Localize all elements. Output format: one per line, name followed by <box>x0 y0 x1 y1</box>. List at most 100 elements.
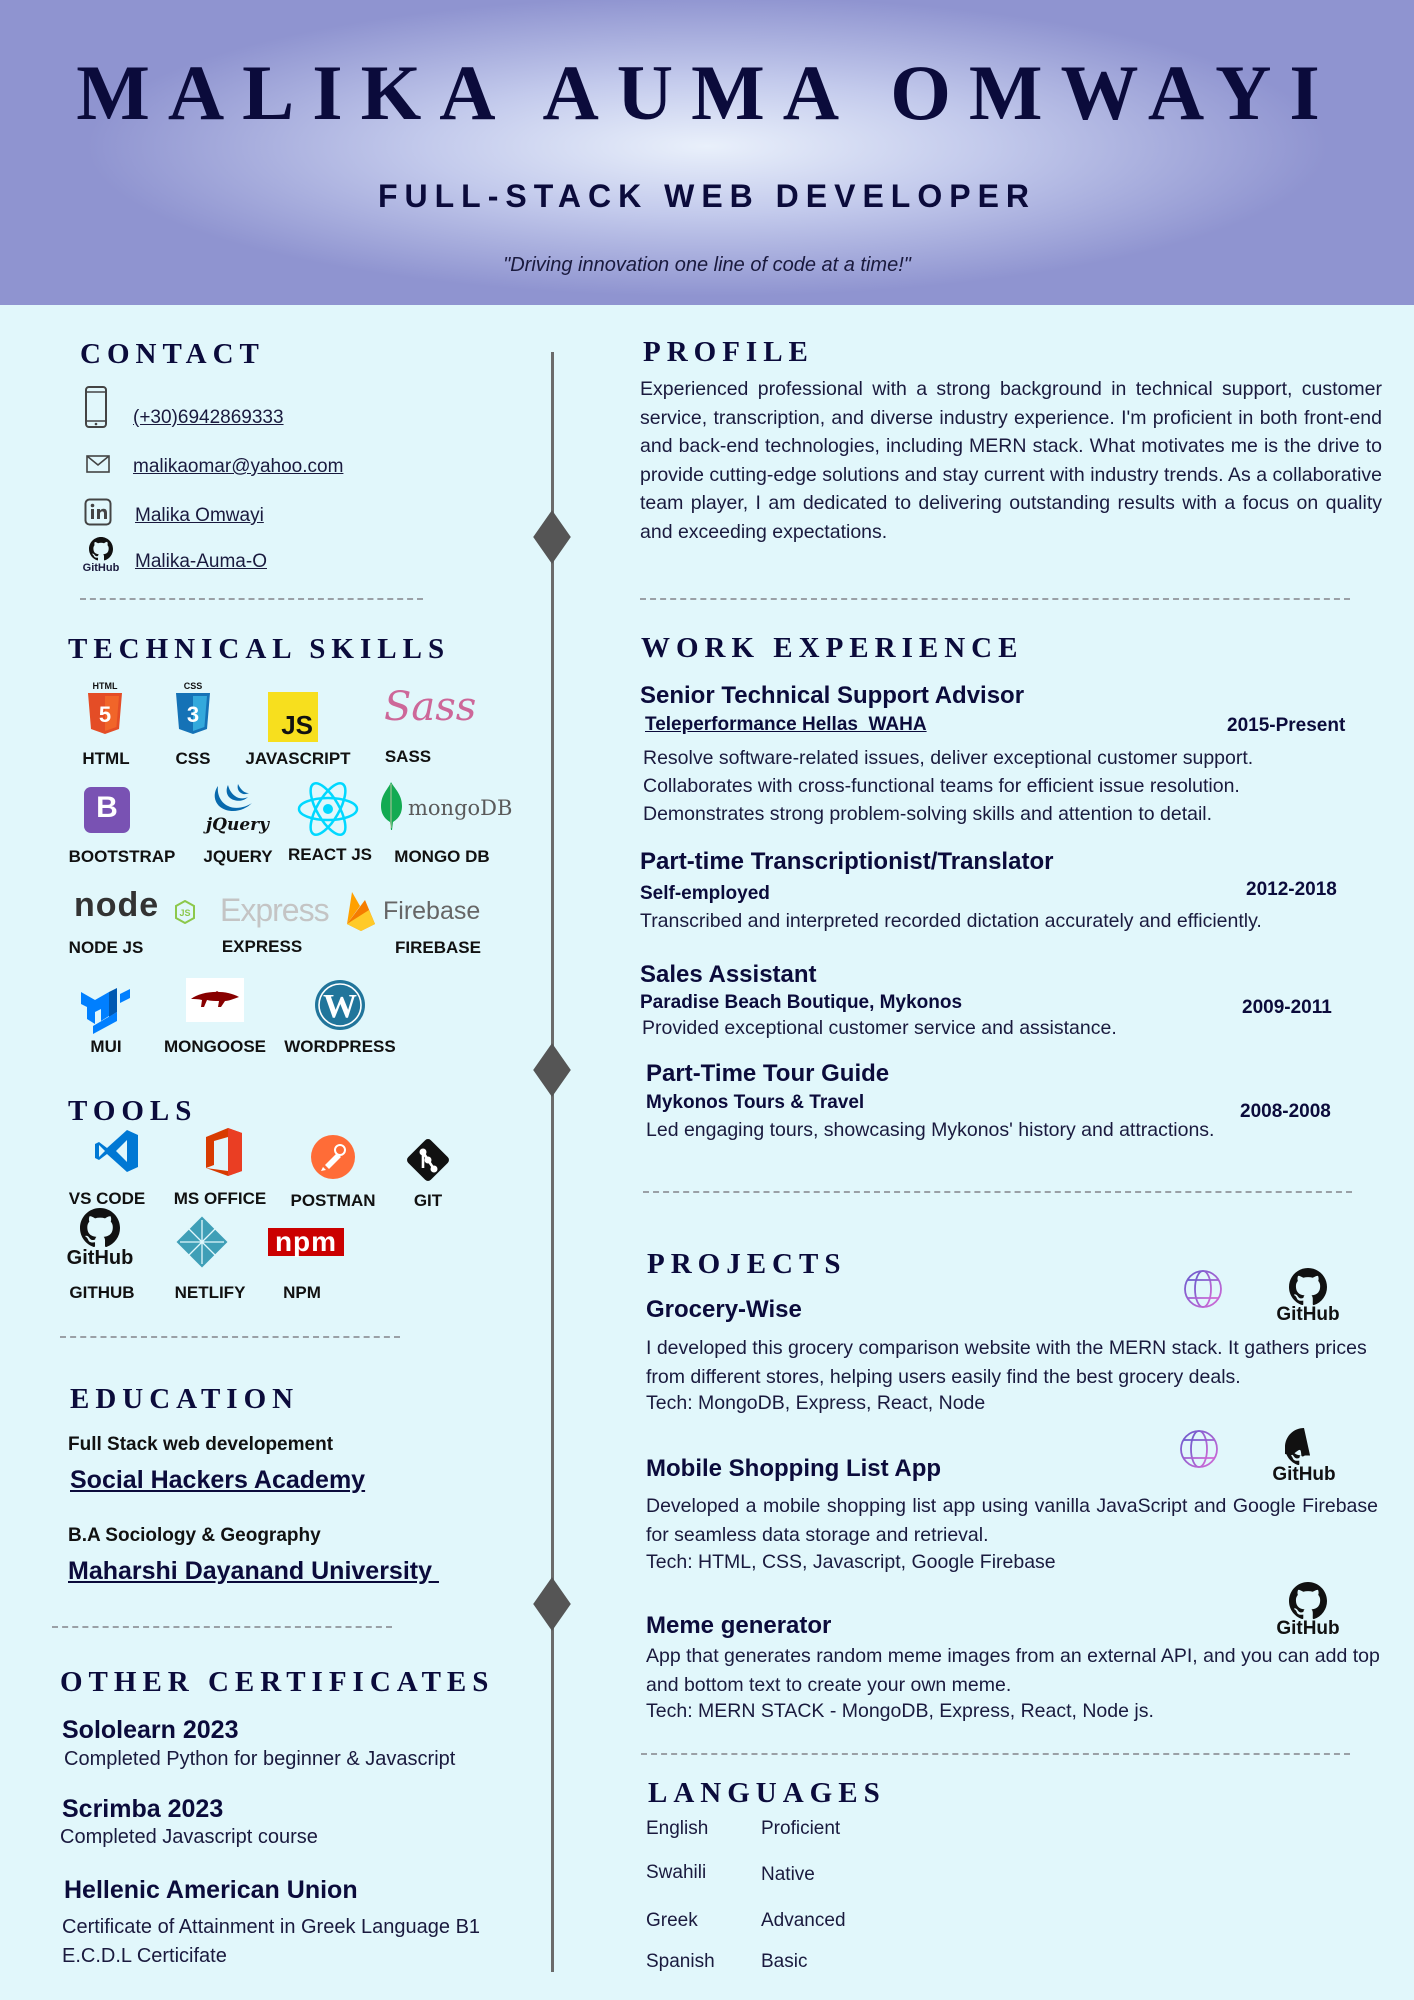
language-name: Swahili <box>646 1862 707 1883</box>
project-tech: Tech: MERN STACK - MongoDB, Express, Rea… <box>646 1700 1154 1722</box>
language-name: English <box>646 1818 709 1839</box>
job-desc: Collaborates with cross-functional teams… <box>643 775 1240 797</box>
firebase-logo-text: Firebase <box>383 897 481 925</box>
language-level: Advanced <box>761 1910 846 1931</box>
timeline-diamond <box>533 510 571 564</box>
github-wordmark: GitHub <box>1272 1464 1336 1485</box>
github-link[interactable]: Malika-Auma-O <box>135 551 267 572</box>
job-desc: Resolve software-related issues, deliver… <box>643 747 1254 769</box>
header-banner <box>0 0 1414 305</box>
github-icon: GitHub <box>79 537 123 574</box>
skill-label: REACT JS <box>287 845 373 864</box>
language-level: Basic <box>761 1951 808 1972</box>
globe-icon[interactable] <box>1182 1268 1224 1310</box>
divider <box>60 1336 400 1338</box>
javascript-icon: JS <box>268 692 318 742</box>
bootstrap-logo-text: B <box>96 791 118 824</box>
phone-link[interactable]: (+30)6942869333 <box>133 407 284 428</box>
wordpress-icon: W <box>313 978 367 1032</box>
project-desc: I developed this grocery comparison webs… <box>646 1337 1367 1388</box>
job-dates: 2012-2018 <box>1246 879 1337 900</box>
email-icon <box>86 455 110 478</box>
skill-label: EXPRESS <box>221 937 303 956</box>
express-icon: Express <box>220 892 330 928</box>
git-icon <box>400 1133 456 1187</box>
divider <box>640 598 1350 600</box>
job-desc: Demonstrates strong problem-solving skil… <box>643 803 1213 825</box>
skill-label: FIREBASE <box>395 938 481 957</box>
job-dates: 2015-Present <box>1227 715 1346 736</box>
project-title: Meme generator <box>646 1612 832 1639</box>
svg-text:3: 3 <box>187 702 199 727</box>
project-title: Mobile Shopping List App <box>646 1455 942 1482</box>
school-link[interactable]: Maharshi Dayanand University <box>68 1557 439 1585</box>
skills-heading: TECHNICAL SKILLS <box>68 633 451 665</box>
tool-label: VS CODE <box>68 1189 146 1208</box>
company: Paradise Beach Boutique, Mykonos <box>640 992 963 1013</box>
project-desc: App that generates random meme images fr… <box>646 1645 1380 1696</box>
job-desc: Led engaging tours, showcasing Mykonos' … <box>646 1119 1215 1141</box>
svg-text:JS: JS <box>179 908 190 918</box>
email-link[interactable]: malikaomar@yahoo.com <box>133 456 344 477</box>
project-tech: Tech: HTML, CSS, Javascript, Google Fire… <box>646 1551 1056 1573</box>
projects-heading: PROJECTS <box>647 1248 847 1280</box>
skill-label: BOOTSTRAP <box>68 847 176 866</box>
skill-label: MONGOOSE <box>163 1037 266 1056</box>
tool-label: MS OFFICE <box>173 1189 267 1208</box>
school-link[interactable]: Social Hackers Academy <box>70 1466 366 1494</box>
divider <box>80 598 423 600</box>
github-repo-icon[interactable]: GitHub <box>1272 1582 1344 1640</box>
certificate-title: Hellenic American Union <box>64 1876 358 1904</box>
company: Self-employed <box>640 883 770 904</box>
phone-icon <box>84 386 108 433</box>
job-desc: Provided exceptional customer service an… <box>642 1017 1117 1039</box>
tool-label: NETLIFY <box>174 1283 246 1302</box>
timeline-diamond <box>533 1043 571 1097</box>
postman-icon <box>310 1134 356 1180</box>
certificate-desc: Certificate of Attainment in Greek Langu… <box>62 1916 481 1938</box>
globe-icon[interactable] <box>1178 1428 1220 1470</box>
css-logo-text: CSS <box>184 681 203 691</box>
tool-label: POSTMAN <box>290 1191 376 1210</box>
skill-label: JAVASCRIPT <box>245 749 351 768</box>
divider <box>52 1626 392 1628</box>
divider <box>641 1753 1350 1755</box>
github-wordmark: GitHub <box>1276 1304 1340 1325</box>
vscode-icon <box>94 1128 140 1174</box>
timeline-diamond <box>533 1577 571 1631</box>
jquery-icon: jQuery <box>204 782 269 838</box>
github-repo-icon[interactable]: GitHub <box>1272 1268 1344 1326</box>
html-logo-text: HTML <box>93 681 118 691</box>
sass-icon: Sass <box>384 684 476 730</box>
skill-label: SASS <box>384 747 432 766</box>
js-logo-text: JS <box>281 710 313 740</box>
job-title: Part-time Transcriptionist/Translator <box>640 848 1054 875</box>
certificate-title: Scrimba 2023 <box>62 1795 224 1823</box>
job-title: Sales Assistant <box>640 961 817 988</box>
languages-heading: LANGUAGES <box>648 1777 886 1809</box>
skill-label: CSS <box>175 749 211 768</box>
github-repo-icon[interactable]: GitHub <box>1268 1428 1340 1486</box>
job-role: FULL-STACK WEB DEVELOPER <box>377 178 1037 214</box>
skill-label: NODE JS <box>68 938 144 957</box>
ms-office-icon <box>200 1127 246 1177</box>
language-name: Spanish <box>646 1951 715 1972</box>
node-logo-text: node <box>74 886 160 924</box>
tools-heading: TOOLS <box>68 1095 198 1127</box>
company-link[interactable]: Teleperformance Hellas WAHA <box>645 714 927 735</box>
job-desc: Transcribed and interpreted recorded dic… <box>640 910 1262 932</box>
divider <box>643 1191 1352 1193</box>
tool-label: NPM <box>283 1283 321 1302</box>
github-wordmark: GitHub <box>1276 1618 1340 1639</box>
profile-text: Experienced professional with a strong b… <box>640 378 1382 543</box>
firebase-icon: Firebase <box>345 890 495 936</box>
skill-label: HTML <box>82 749 130 768</box>
company: Mykonos Tours & Travel <box>646 1092 865 1113</box>
mui-icon <box>80 985 132 1035</box>
job-title: Part-Time Tour Guide <box>646 1060 890 1087</box>
job-dates: 2009-2011 <box>1242 997 1332 1018</box>
linkedin-link[interactable]: Malika Omwayi <box>135 505 264 526</box>
skill-label: MONGO DB <box>394 847 490 866</box>
react-icon <box>296 781 360 837</box>
